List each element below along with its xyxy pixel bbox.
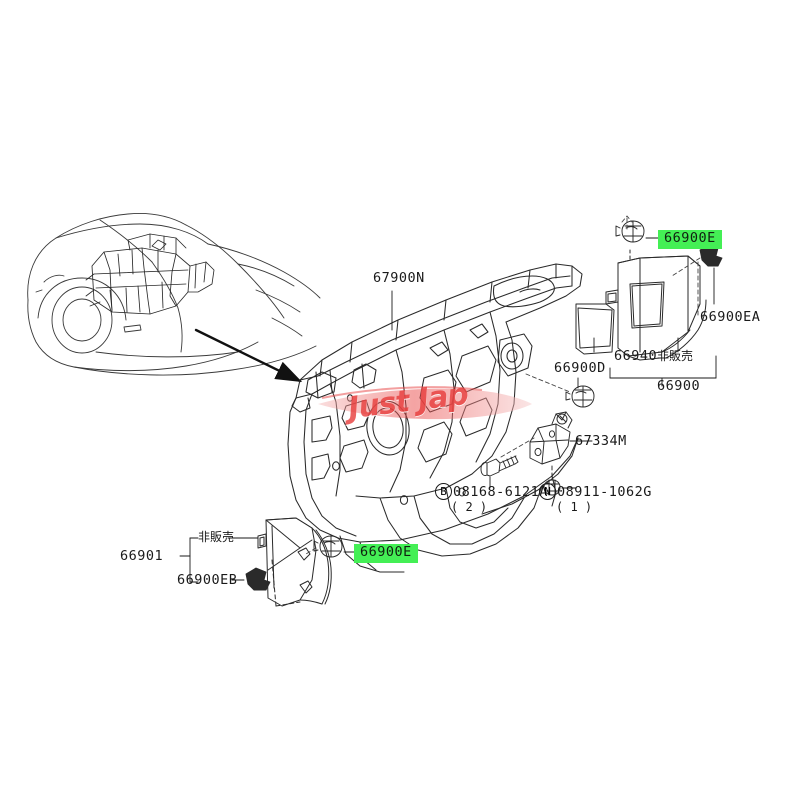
bracket-67334m-illustration — [529, 411, 573, 465]
clip-66900eb-illustration — [245, 567, 271, 591]
label-66900d: 66900D — [554, 360, 606, 376]
label-not-for-sale-right: 非販売 — [657, 349, 694, 363]
nut-bubble-icon: N — [539, 483, 556, 500]
bolt-qty: ( 2 ) — [451, 500, 488, 514]
grommet-66900d-illustration — [565, 385, 595, 408]
label-66940: 66940 — [614, 348, 658, 364]
dashed-clip-right — [621, 215, 633, 233]
leader-nut — [551, 465, 577, 489]
callout-arrow — [194, 328, 303, 383]
dashed-66900d — [525, 373, 571, 393]
bolt-illustration — [480, 455, 519, 477]
clip-66900e-right-illustration — [615, 220, 645, 243]
dash-panel-illustration — [287, 263, 583, 573]
watermark-ribbon — [318, 386, 532, 420]
clip-66900e-left-illustration — [313, 535, 343, 558]
label-66900: 66900 — [657, 378, 701, 394]
vehicle-outline-illustration — [27, 213, 321, 376]
dashed-bolt — [500, 437, 535, 458]
label-66901: 66901 — [120, 548, 164, 564]
label-67334m: 67334M — [575, 433, 627, 449]
right-finisher-illustration — [575, 249, 707, 361]
bracket-lines-left — [179, 537, 259, 583]
label-66900eb: 66900EB — [177, 572, 238, 588]
label-67900n: 67900N — [373, 270, 425, 286]
bolt-bubble-icon: B — [435, 483, 452, 500]
bracket-lines-right — [593, 337, 717, 387]
bolt-code: 08168-6121A — [453, 483, 548, 500]
nut-qty: ( 1 ) — [556, 500, 593, 514]
dashed-clip-ea — [671, 257, 701, 319]
left-finisher-illustration — [257, 517, 332, 607]
fastener-bolt: B 08168-6121A — [435, 483, 548, 500]
fastener-nut: N 08911-1062G — [539, 483, 652, 500]
label-not-for-sale-left: 非販売 — [198, 530, 235, 544]
dashed-clip-left — [305, 547, 317, 555]
highlight-66900e-right[interactable]: 66900E — [658, 230, 722, 249]
label-66900ea: 66900EA — [700, 309, 761, 325]
highlight-66900e-left[interactable]: 66900E — [354, 544, 418, 563]
nut-code: 08911-1062G — [557, 483, 652, 500]
